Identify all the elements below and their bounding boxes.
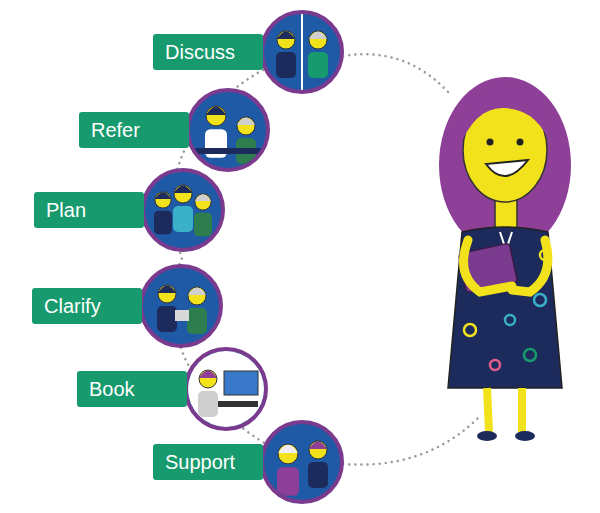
dotted-arc-top: [343, 54, 448, 92]
icon-body: [277, 467, 299, 496]
icon-circle: [262, 422, 342, 502]
eye: [517, 139, 524, 146]
step-label: Discuss: [165, 34, 235, 70]
step-label-box: Book: [77, 371, 187, 407]
icon-hair: [206, 107, 226, 115]
icon-head: [206, 106, 226, 126]
circle-frame: [186, 349, 266, 429]
icon-circle: [262, 12, 342, 92]
icon-head: [278, 444, 298, 464]
circle-frame: [143, 170, 223, 250]
icon-hair: [309, 32, 327, 40]
icon-head: [174, 185, 192, 203]
icon-head: [155, 192, 171, 208]
icon-body: [308, 462, 328, 488]
leg-left: [487, 388, 489, 432]
circle-frame: [188, 90, 268, 170]
icon-hair: [174, 186, 192, 194]
icon-hair: [277, 32, 295, 40]
icon-hair: [155, 192, 171, 199]
icon-head: [309, 31, 327, 49]
icon-head: [309, 441, 327, 459]
dotted-path: [172, 52, 478, 465]
icon-head: [237, 117, 255, 135]
icon-body: [173, 206, 193, 232]
icon-hair: [158, 286, 176, 294]
woman-figure: [439, 77, 571, 441]
icon-head: [158, 285, 176, 303]
icon-hair: [278, 445, 298, 453]
step-label-box: Support: [153, 444, 263, 480]
icon-head: [188, 287, 206, 305]
icon-circles: [141, 12, 342, 502]
step-label: Refer: [91, 112, 140, 148]
icon-circle: [141, 266, 221, 346]
dotted-chain: [172, 52, 302, 462]
icon-hair: [188, 288, 206, 296]
circle-frame: [262, 12, 342, 92]
icon-body: [157, 306, 177, 332]
icon-circle: [143, 170, 223, 250]
icon-head: [195, 194, 211, 210]
icon-body: [194, 213, 212, 236]
icon-hair: [195, 194, 211, 201]
hair-fringe: [458, 84, 552, 150]
dotted-arc-bottom: [343, 418, 478, 465]
icon-body: [198, 391, 218, 417]
step-label: Plan: [46, 192, 86, 228]
circle-frame: [262, 422, 342, 502]
step-label-box: Refer: [79, 112, 189, 148]
icon-hair: [199, 371, 217, 379]
step-label: Support: [165, 444, 235, 480]
arm-left: [464, 240, 512, 292]
icon-body: [308, 52, 328, 78]
icon-hair: [309, 442, 327, 450]
shoe-right: [515, 431, 535, 441]
step-label-box: Plan: [34, 192, 144, 228]
icon-head: [199, 370, 217, 388]
icon-body: [154, 211, 172, 234]
smile: [486, 160, 528, 176]
leg-right: [518, 388, 526, 432]
step-label-box: Discuss: [153, 34, 263, 70]
shoe-left: [477, 431, 497, 441]
arm-right: [512, 240, 548, 292]
icon-hair: [237, 118, 255, 126]
circle-frame: [141, 266, 221, 346]
icon-circle: [188, 90, 268, 170]
step-label: Book: [89, 371, 135, 407]
icon-body: [276, 52, 296, 78]
eye: [487, 139, 494, 146]
icon-circle: [186, 349, 266, 429]
icon-body: [187, 308, 207, 334]
step-label: Clarify: [44, 288, 101, 324]
dress: [448, 227, 562, 388]
icon-head: [277, 31, 295, 49]
step-label-box: Clarify: [32, 288, 142, 324]
